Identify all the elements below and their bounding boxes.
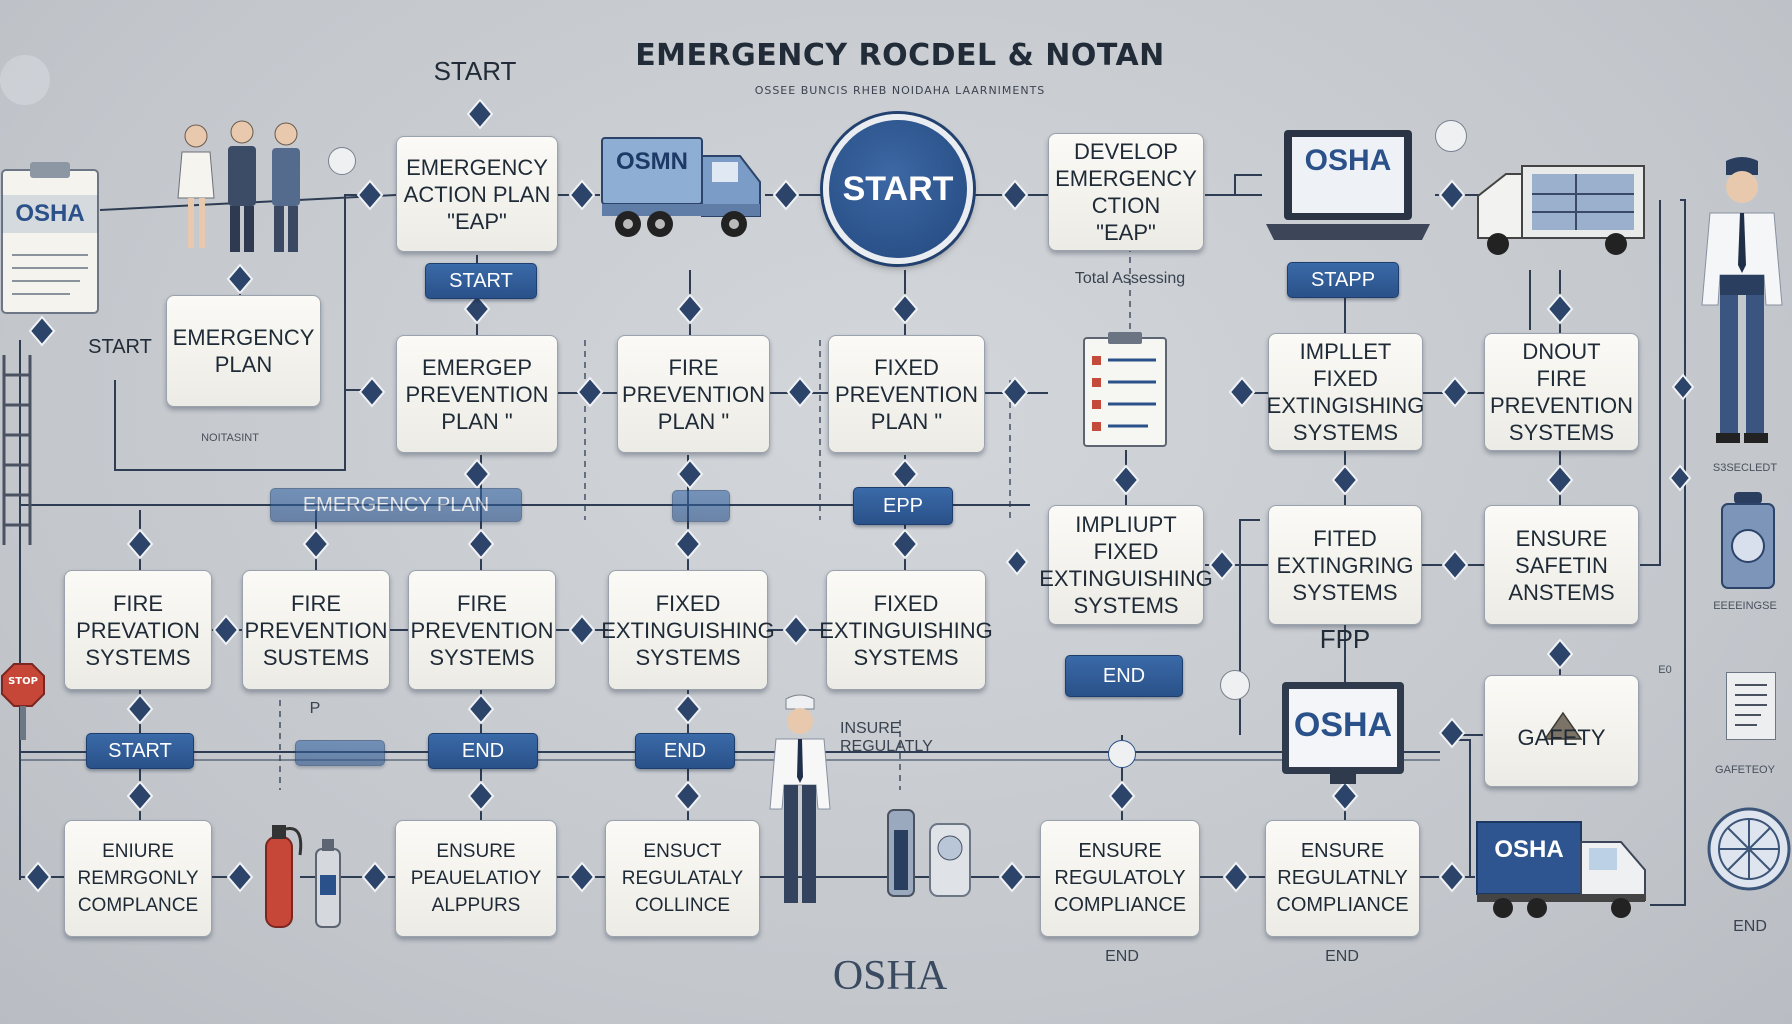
medal-icon [1435, 120, 1467, 152]
card-emergency-action-plan[interactable]: EMERGENCY ACTION PLAN "EAP" [396, 136, 558, 252]
card-emergency-prevention-plan[interactable]: EMERGEP PREVENTION PLAN " [396, 335, 558, 453]
ladder-icon [0, 355, 34, 545]
small-caption-3: EEEEINGSE [1713, 600, 1777, 612]
start-label-left: START [88, 336, 152, 358]
pill-end-c[interactable]: END [1065, 655, 1183, 697]
start-circle-node[interactable]: START [823, 114, 973, 264]
osha-laptop-icon: OSHA [1262, 128, 1434, 248]
fpp-label: FPP [1319, 624, 1371, 654]
card-fixed-extinguishing-2[interactable]: FIXED EXTINGUISHING SYSTEMS [819, 570, 993, 690]
people-group-icon [168, 118, 318, 258]
equipment-truck-icon [1476, 160, 1646, 260]
osha-laptop-text: OSHA [1304, 144, 1392, 177]
pill-end-b[interactable]: END [635, 733, 735, 769]
pill-start-2[interactable]: START [86, 733, 194, 769]
gafety-label: GAFETY [1517, 724, 1606, 750]
pill-epp[interactable]: EPP [853, 487, 953, 525]
osha-clipboard-text: OSHA [15, 200, 85, 227]
card-fire-prevention-plan[interactable]: FIRE PREVENTION PLAN " [617, 335, 770, 453]
fire-extinguisher-icon [252, 815, 352, 930]
pill-stapp[interactable]: STAPP [1287, 262, 1399, 298]
end-label-1: END [1105, 948, 1139, 965]
fan-vent-icon [1706, 806, 1792, 892]
stop-sign-text: STOP [8, 676, 38, 687]
small-seal-icon [1220, 670, 1250, 700]
card-emergency-plan[interactable]: EMERGENCY PLAN [166, 295, 321, 407]
small-caption-5: E0 [1658, 664, 1672, 676]
total-assessing-label: Total Assessing [1074, 270, 1186, 287]
card-fixed-extinguishing-1[interactable]: FIXED EXTINGUISHING SYSTEMS [601, 570, 775, 690]
pill-blurred-1 [295, 740, 385, 766]
small-caption-1: NOITASINT [201, 432, 259, 444]
diagram-title: EMERGENCY ROCDEL & NOTAN [635, 38, 1165, 73]
diagram-subtitle: OSSEE BUNCIS RHEB NOIDAHA LAARNIMENTS [754, 84, 1046, 97]
small-badge-icon [328, 147, 356, 175]
pill-end-a[interactable]: END [428, 733, 538, 769]
gauge-icon [1108, 740, 1136, 768]
pill-emergency-plan[interactable]: EMERGENCY PLAN [270, 488, 522, 522]
small-caption-2: S3SECLEDT [1712, 462, 1778, 474]
card-ensure-remrgonly[interactable]: ENIURE REMRGONLY COMPLANCE [64, 820, 212, 937]
safety-equipment-icon [870, 790, 980, 900]
card-implement-fixed-extinguishing[interactable]: IMPLLET FIXED EXTINGISHING SYSTEMS [1267, 333, 1424, 451]
end-label-3: END [1733, 918, 1767, 935]
pill-start-1[interactable]: START [425, 263, 537, 299]
osha-truck-icon: OSHA [1475, 820, 1650, 920]
osha-clipboard-icon: OSHA [0, 160, 100, 315]
osmn-truck-text: OSMN [616, 148, 688, 175]
faded-emblem-icon [0, 55, 50, 105]
osha-footer-logo: OSHA [832, 953, 948, 999]
card-dnout-fire-prevention[interactable]: DNOUT FIRE PREVENTION SYSTEMS [1484, 333, 1639, 451]
end-label-2: END [1325, 948, 1359, 965]
osha-monitor-icon: OSHA [1280, 680, 1406, 790]
card-ensure-peauelatioy[interactable]: ENSURE PEAUELATIOY ALPPURS [395, 820, 557, 937]
card-fited-extingring[interactable]: FITED EXTINGRING SYSTEMS [1268, 505, 1422, 625]
card-fixed-prevention-plan[interactable]: FIXED PREVENTION PLAN " [828, 335, 985, 453]
osha-monitor-text: OSHA [1293, 706, 1393, 744]
checklist-clipboard-icon [1082, 330, 1168, 448]
card-fire-prevention-systems[interactable]: FIRE PREVENTION SYSTEMS [408, 570, 556, 690]
card-implement-fixed-2[interactable]: IMPLIUPT FIXED EXTINGUISHING SYSTEMS [1039, 505, 1213, 625]
card-gafety[interactable]: GAFETY [1484, 675, 1639, 787]
osha-truck-text: OSHA [1494, 836, 1564, 863]
card-ensure-regulatoly-compliance[interactable]: ENSURE REGULATOLY COMPLIANCE [1040, 820, 1200, 937]
stop-sign-icon: STOP [0, 662, 46, 742]
small-caption-4: GAFETEOY [1715, 764, 1775, 776]
card-ensure-safetin[interactable]: ENSURE SAFETIN ANSTEMS [1484, 505, 1639, 625]
warning-triangle-icon [1543, 684, 1583, 747]
safety-officer-figure-icon [1696, 155, 1788, 445]
fire-hose-cabinet-icon [1720, 490, 1776, 590]
card-fire-prevation-systems[interactable]: FIRE PREVATION SYSTEMS [64, 570, 212, 690]
document-icon [1726, 672, 1776, 740]
pill-blurred-2 [672, 490, 730, 522]
worker-figure-icon [764, 693, 836, 913]
osmn-truck-icon: OSMN [600, 132, 765, 242]
card-ensuct-regulataly[interactable]: ENSUCT REGULATALY COLLINCE [605, 820, 760, 937]
card-ensure-regulatnly-compliance[interactable]: ENSURE REGULATNLY COMPLIANCE [1265, 820, 1420, 937]
card-develop-emergency[interactable]: DEVELOP EMERGENCY CTION "EAP" [1048, 133, 1204, 251]
card-fire-prevention-sustems[interactable]: FIRE PREVENTION SUSTEMS [242, 570, 390, 690]
insure-regulatly-label: INSURE REGULATLY [840, 720, 933, 755]
start-label-top: START [433, 56, 517, 86]
p-mark: P [309, 700, 321, 717]
